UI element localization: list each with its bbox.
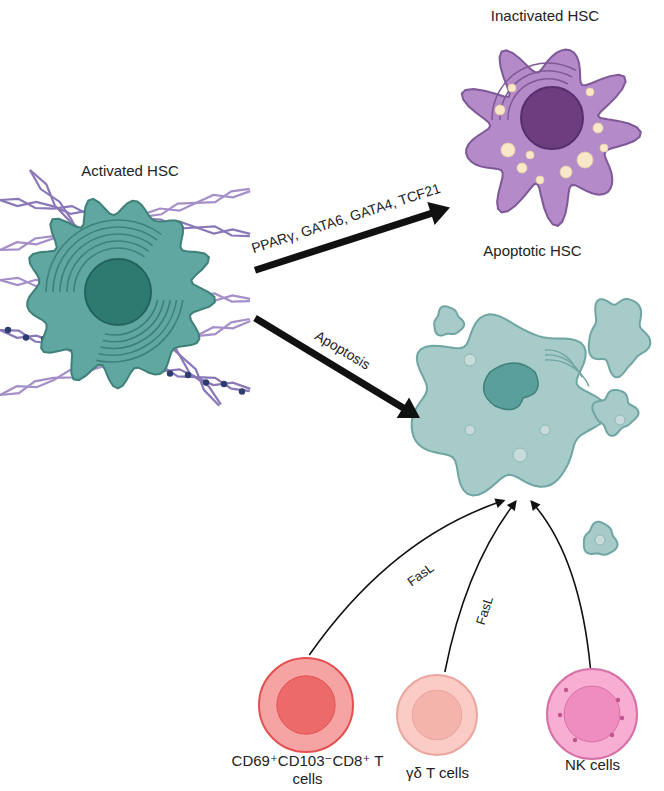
lipid-droplet [526, 151, 534, 159]
cell-node: NK cells [540, 668, 645, 780]
cell-node: CD69⁺CD103⁻CD8⁺ T cells [220, 655, 395, 785]
gd-t-cell [397, 675, 477, 755]
cell-node: Inactivated HSC [450, 5, 640, 235]
granule [610, 733, 614, 737]
vesicle [615, 415, 625, 425]
activated-hsc-cell [27, 199, 215, 389]
granule [558, 713, 562, 717]
nucleus-fragment [484, 363, 539, 410]
apoptotic-fragment [592, 390, 638, 436]
vesicle [595, 535, 605, 545]
nucleus [277, 676, 335, 734]
apoptotic-fragment [434, 306, 464, 335]
nucleus [521, 87, 583, 149]
granule [564, 688, 568, 692]
fibre-bead [239, 388, 245, 394]
edge-line [255, 318, 405, 409]
nk-cell [547, 669, 637, 759]
fibre-bead [5, 327, 11, 333]
vesicle [465, 425, 475, 435]
cd8-t-cell [259, 658, 353, 752]
edge-arrow [445, 500, 517, 672]
edge-line [535, 506, 590, 668]
edge-arrow [530, 500, 590, 668]
edge-label: FasL [472, 594, 495, 626]
vesicle [540, 425, 550, 435]
cell-label: Activated HSC [30, 162, 230, 180]
inactivated-hsc-cell [462, 50, 641, 226]
lipid-droplet [560, 166, 572, 178]
fibre-bead [167, 370, 173, 376]
lipid-droplet [495, 105, 505, 115]
lipid-droplet [600, 144, 608, 152]
edge-label: Apoptosis [313, 327, 374, 372]
edge-arrow [255, 318, 420, 418]
nucleus [412, 690, 462, 740]
lipid-droplet [508, 84, 516, 92]
cell-label: Apoptotic HSC [433, 242, 633, 260]
edge-line [445, 506, 512, 672]
lipid-droplet [577, 152, 593, 168]
cell-node: Apoptotic HSC [420, 240, 645, 500]
apoptotic-fragment [589, 299, 651, 377]
vesicle [513, 448, 527, 462]
apoptotic-fragment [412, 314, 609, 495]
fibre-bead [221, 381, 227, 387]
edge-line [309, 503, 498, 655]
cell-node: Activated HSC [5, 160, 255, 405]
cell-label: γδ T cells [388, 764, 488, 782]
cell-label: Inactivated HSC [455, 7, 635, 25]
fibre-bead [185, 372, 191, 378]
lipid-droplet [593, 123, 603, 133]
fibre-bead [203, 379, 209, 385]
cell-node: γδ T cells [385, 672, 490, 787]
lipid-droplet [586, 88, 594, 96]
cell-label: NK cells [543, 756, 643, 774]
granule [616, 698, 620, 702]
er-membrane [545, 355, 582, 377]
edge-label: FasL [404, 559, 436, 588]
lipid-droplet [501, 143, 515, 157]
apoptotic-fragment [584, 522, 618, 555]
lipid-droplet [517, 163, 527, 173]
er-membrane [545, 360, 589, 387]
edge-label: PPARγ, GATA6, GATA4, TCF21 [250, 180, 443, 256]
fibre-bead [23, 334, 29, 340]
nucleus [564, 686, 620, 742]
vesicle [464, 354, 476, 366]
granule [620, 716, 624, 720]
edge-arrow [309, 499, 505, 655]
lipid-droplet [536, 176, 544, 184]
granule [573, 738, 577, 742]
nucleus [85, 259, 151, 325]
arrowhead [507, 500, 517, 511]
arrowhead [530, 500, 540, 511]
cell-label: CD69⁺CD103⁻CD8⁺ T cells [228, 752, 388, 788]
